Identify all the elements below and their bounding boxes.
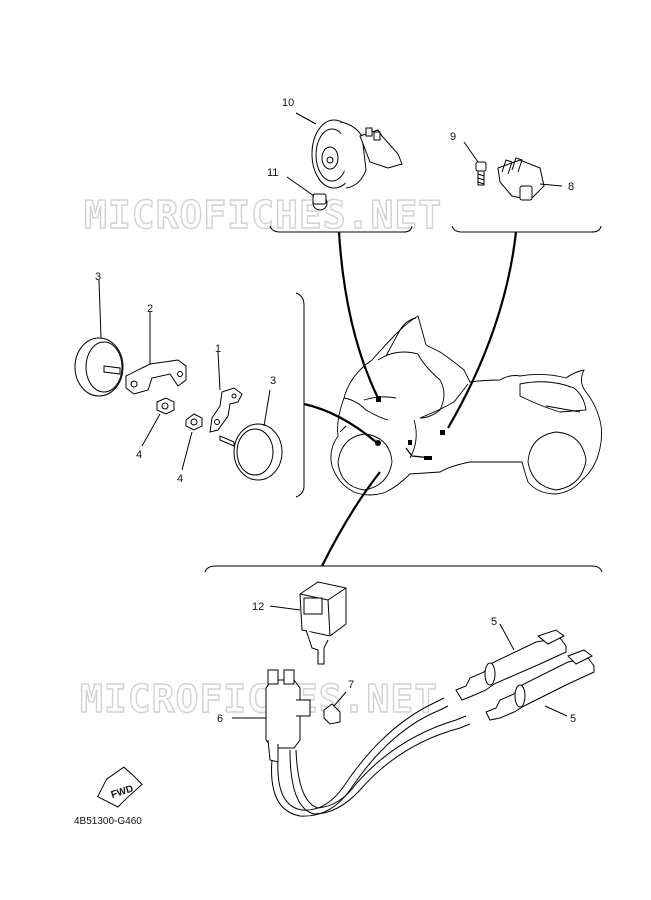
- high-tension-cables: [271, 697, 471, 817]
- callout-9: 9: [450, 131, 456, 143]
- fwd-arrow: FWD: [97, 766, 143, 808]
- callout-3-right: 3: [270, 375, 276, 387]
- nut-part-4-upper: [141, 397, 175, 447]
- callout-1: 1: [215, 343, 221, 355]
- callout-8: 8: [568, 181, 574, 193]
- detail-bracket-relay: [447, 225, 602, 429]
- ignition-coil-part-6: [232, 669, 311, 763]
- plug-cap-part-5-lower: [485, 649, 595, 721]
- watermark-top: MICROFICHES.NET: [84, 193, 442, 237]
- nut-part-4-lower: [181, 413, 203, 471]
- diagram-code: 4B51300-G460: [74, 816, 142, 827]
- detail-bracket-horn: [269, 225, 413, 399]
- callout-3-left: 3: [95, 271, 101, 283]
- callout-2: 2: [147, 303, 153, 315]
- detail-bracket-ignition: [204, 471, 603, 573]
- callout-11: 11: [267, 167, 278, 179]
- cap-part-7: [323, 691, 347, 725]
- bracket-part-1: [209, 351, 243, 433]
- motorcycle-outline: [330, 315, 603, 496]
- reflector-part-3-right: [219, 389, 283, 481]
- bracket-part-2: [125, 312, 187, 395]
- relay-part-8: [497, 157, 563, 201]
- plug-cap-part-5-upper: [455, 623, 567, 701]
- watermark-bottom: MICROFICHES.NET: [80, 677, 438, 721]
- callout-4-lower: 4: [177, 473, 183, 485]
- relay-part-12: [269, 581, 347, 665]
- callout-7: 7: [348, 679, 354, 691]
- callout-4-upper: 4: [136, 449, 142, 461]
- bolt-part-9: [463, 141, 487, 186]
- callout-6: 6: [217, 713, 223, 725]
- horn-part-10: [295, 112, 403, 189]
- reflector-part-3-left: [74, 279, 124, 397]
- callout-12: 12: [252, 601, 264, 613]
- nut-part-11: [286, 176, 328, 211]
- callout-10: 10: [282, 97, 294, 109]
- detail-bracket-brackets: [295, 292, 377, 498]
- callout-5-lower: 5: [570, 713, 576, 725]
- callout-5-upper: 5: [491, 616, 497, 628]
